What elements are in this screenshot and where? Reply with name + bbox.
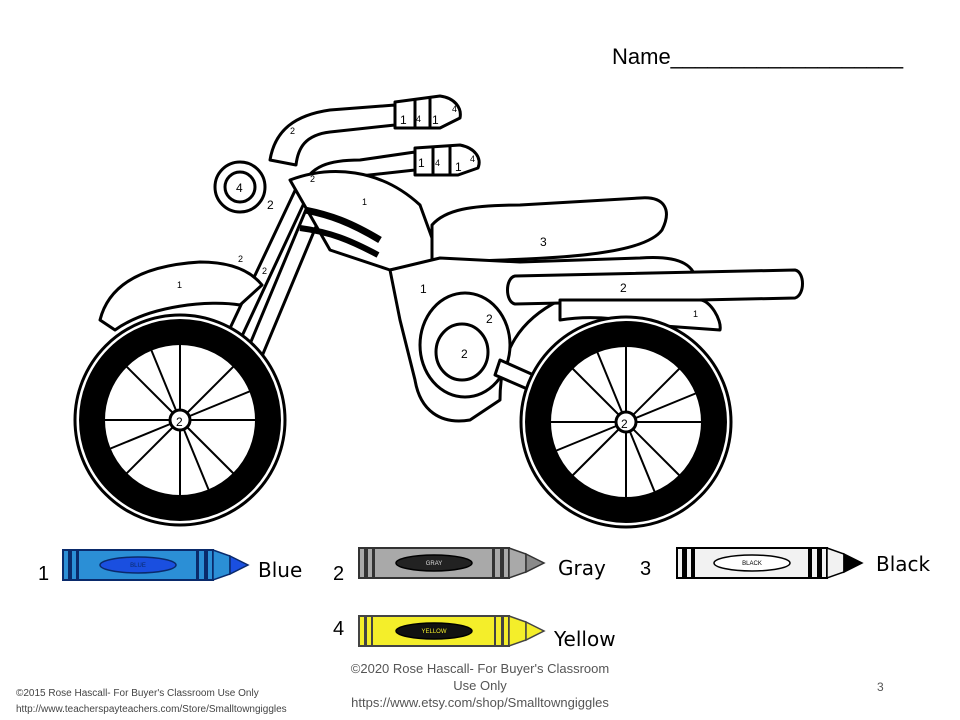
label-seat: 3 xyxy=(540,235,547,249)
label-fork-mid: 2 xyxy=(310,174,315,184)
seat xyxy=(430,196,668,264)
label-handle-bottom-2: 4 xyxy=(435,158,440,168)
footer-center-line2: Use Only xyxy=(453,678,507,693)
label-body: 1 xyxy=(420,282,427,296)
page-number: 3 xyxy=(877,680,884,694)
name-field-label: Name___________________ xyxy=(612,44,904,69)
front-fender xyxy=(98,260,264,332)
crayon-tag-gray: GRAY xyxy=(426,561,443,567)
label-handle-bottom-3: 1 xyxy=(455,160,462,174)
label-exhaust: 2 xyxy=(620,281,627,295)
crayon-tag-yellow: YELLOW xyxy=(421,629,446,635)
footer-center-line3: https://www.etsy.com/shop/Smalltowngiggl… xyxy=(351,695,609,710)
label-fork-top: 2 xyxy=(290,126,295,136)
legend-name-blue: Blue xyxy=(258,558,303,582)
legend-number-4: 4 xyxy=(333,618,345,640)
crayon-blue: BLUE xyxy=(62,548,250,582)
crayon-yellow: YELLOW xyxy=(358,614,546,648)
tank-body xyxy=(288,170,442,272)
exhaust-pipe xyxy=(506,268,804,306)
label-handle-top-3: 1 xyxy=(432,113,439,127)
label-engine-outer: 2 xyxy=(486,312,493,326)
label-handle-top-2: 4 xyxy=(416,114,421,124)
label-handle-bottom-1: 1 xyxy=(418,156,425,170)
legend-number-1: 1 xyxy=(38,563,50,585)
legend-number-2: 2 xyxy=(333,563,345,585)
crayon-black: BLACK xyxy=(676,546,864,580)
legend-name-gray: Gray xyxy=(558,556,606,580)
footer-copyright-left: ©2015 Rose Hascall- For Buyer's Classroo… xyxy=(16,686,287,718)
motorcycle-coloring-picture: 1 4 1 4 1 4 1 4 2 2 4 2 1 3 1 2 2 1 2 1 … xyxy=(73,94,804,529)
handlebar-upper xyxy=(268,103,397,167)
crayon-tag-blue: BLUE xyxy=(130,563,146,569)
label-rear-hub: 2 xyxy=(621,417,628,431)
crayon-tag-black: BLACK xyxy=(742,561,762,567)
grip-upper xyxy=(393,94,462,130)
label-fork-low-b: 2 xyxy=(262,266,267,276)
engine-inner xyxy=(434,322,490,382)
label-engine-inner: 2 xyxy=(461,347,468,361)
label-tank: 1 xyxy=(362,197,367,207)
label-handle-bottom-4: 4 xyxy=(470,154,475,164)
footer-left-line1: ©2015 Rose Hascall- For Buyer's Classroo… xyxy=(16,688,259,699)
label-front-hub: 2 xyxy=(176,415,183,429)
footer-copyright-center: ©2020 Rose Hascall- For Buyer's Classroo… xyxy=(320,660,640,711)
footer-left-line2: http://www.teacherspayteachers.com/Store… xyxy=(16,704,287,715)
label-handle-top-1: 1 xyxy=(400,113,407,127)
label-swingarm: 2 xyxy=(548,380,553,390)
label-rear-fender: 1 xyxy=(693,309,698,319)
grip-lower xyxy=(413,143,481,177)
label-headlight: 4 xyxy=(236,181,243,195)
legend-name-yellow: Yellow xyxy=(554,627,616,651)
label-front-fender: 1 xyxy=(177,280,182,290)
label-fork-low-a: 2 xyxy=(238,254,243,264)
legend-number-3: 3 xyxy=(640,558,652,580)
footer-center-line1: ©2020 Rose Hascall- For Buyer's Classroo… xyxy=(350,661,610,676)
label-handle-top-4: 4 xyxy=(452,104,457,114)
legend-name-black: Black xyxy=(876,552,931,576)
label-headlight-side: 2 xyxy=(267,198,274,212)
crayon-gray: GRAY xyxy=(358,546,546,580)
